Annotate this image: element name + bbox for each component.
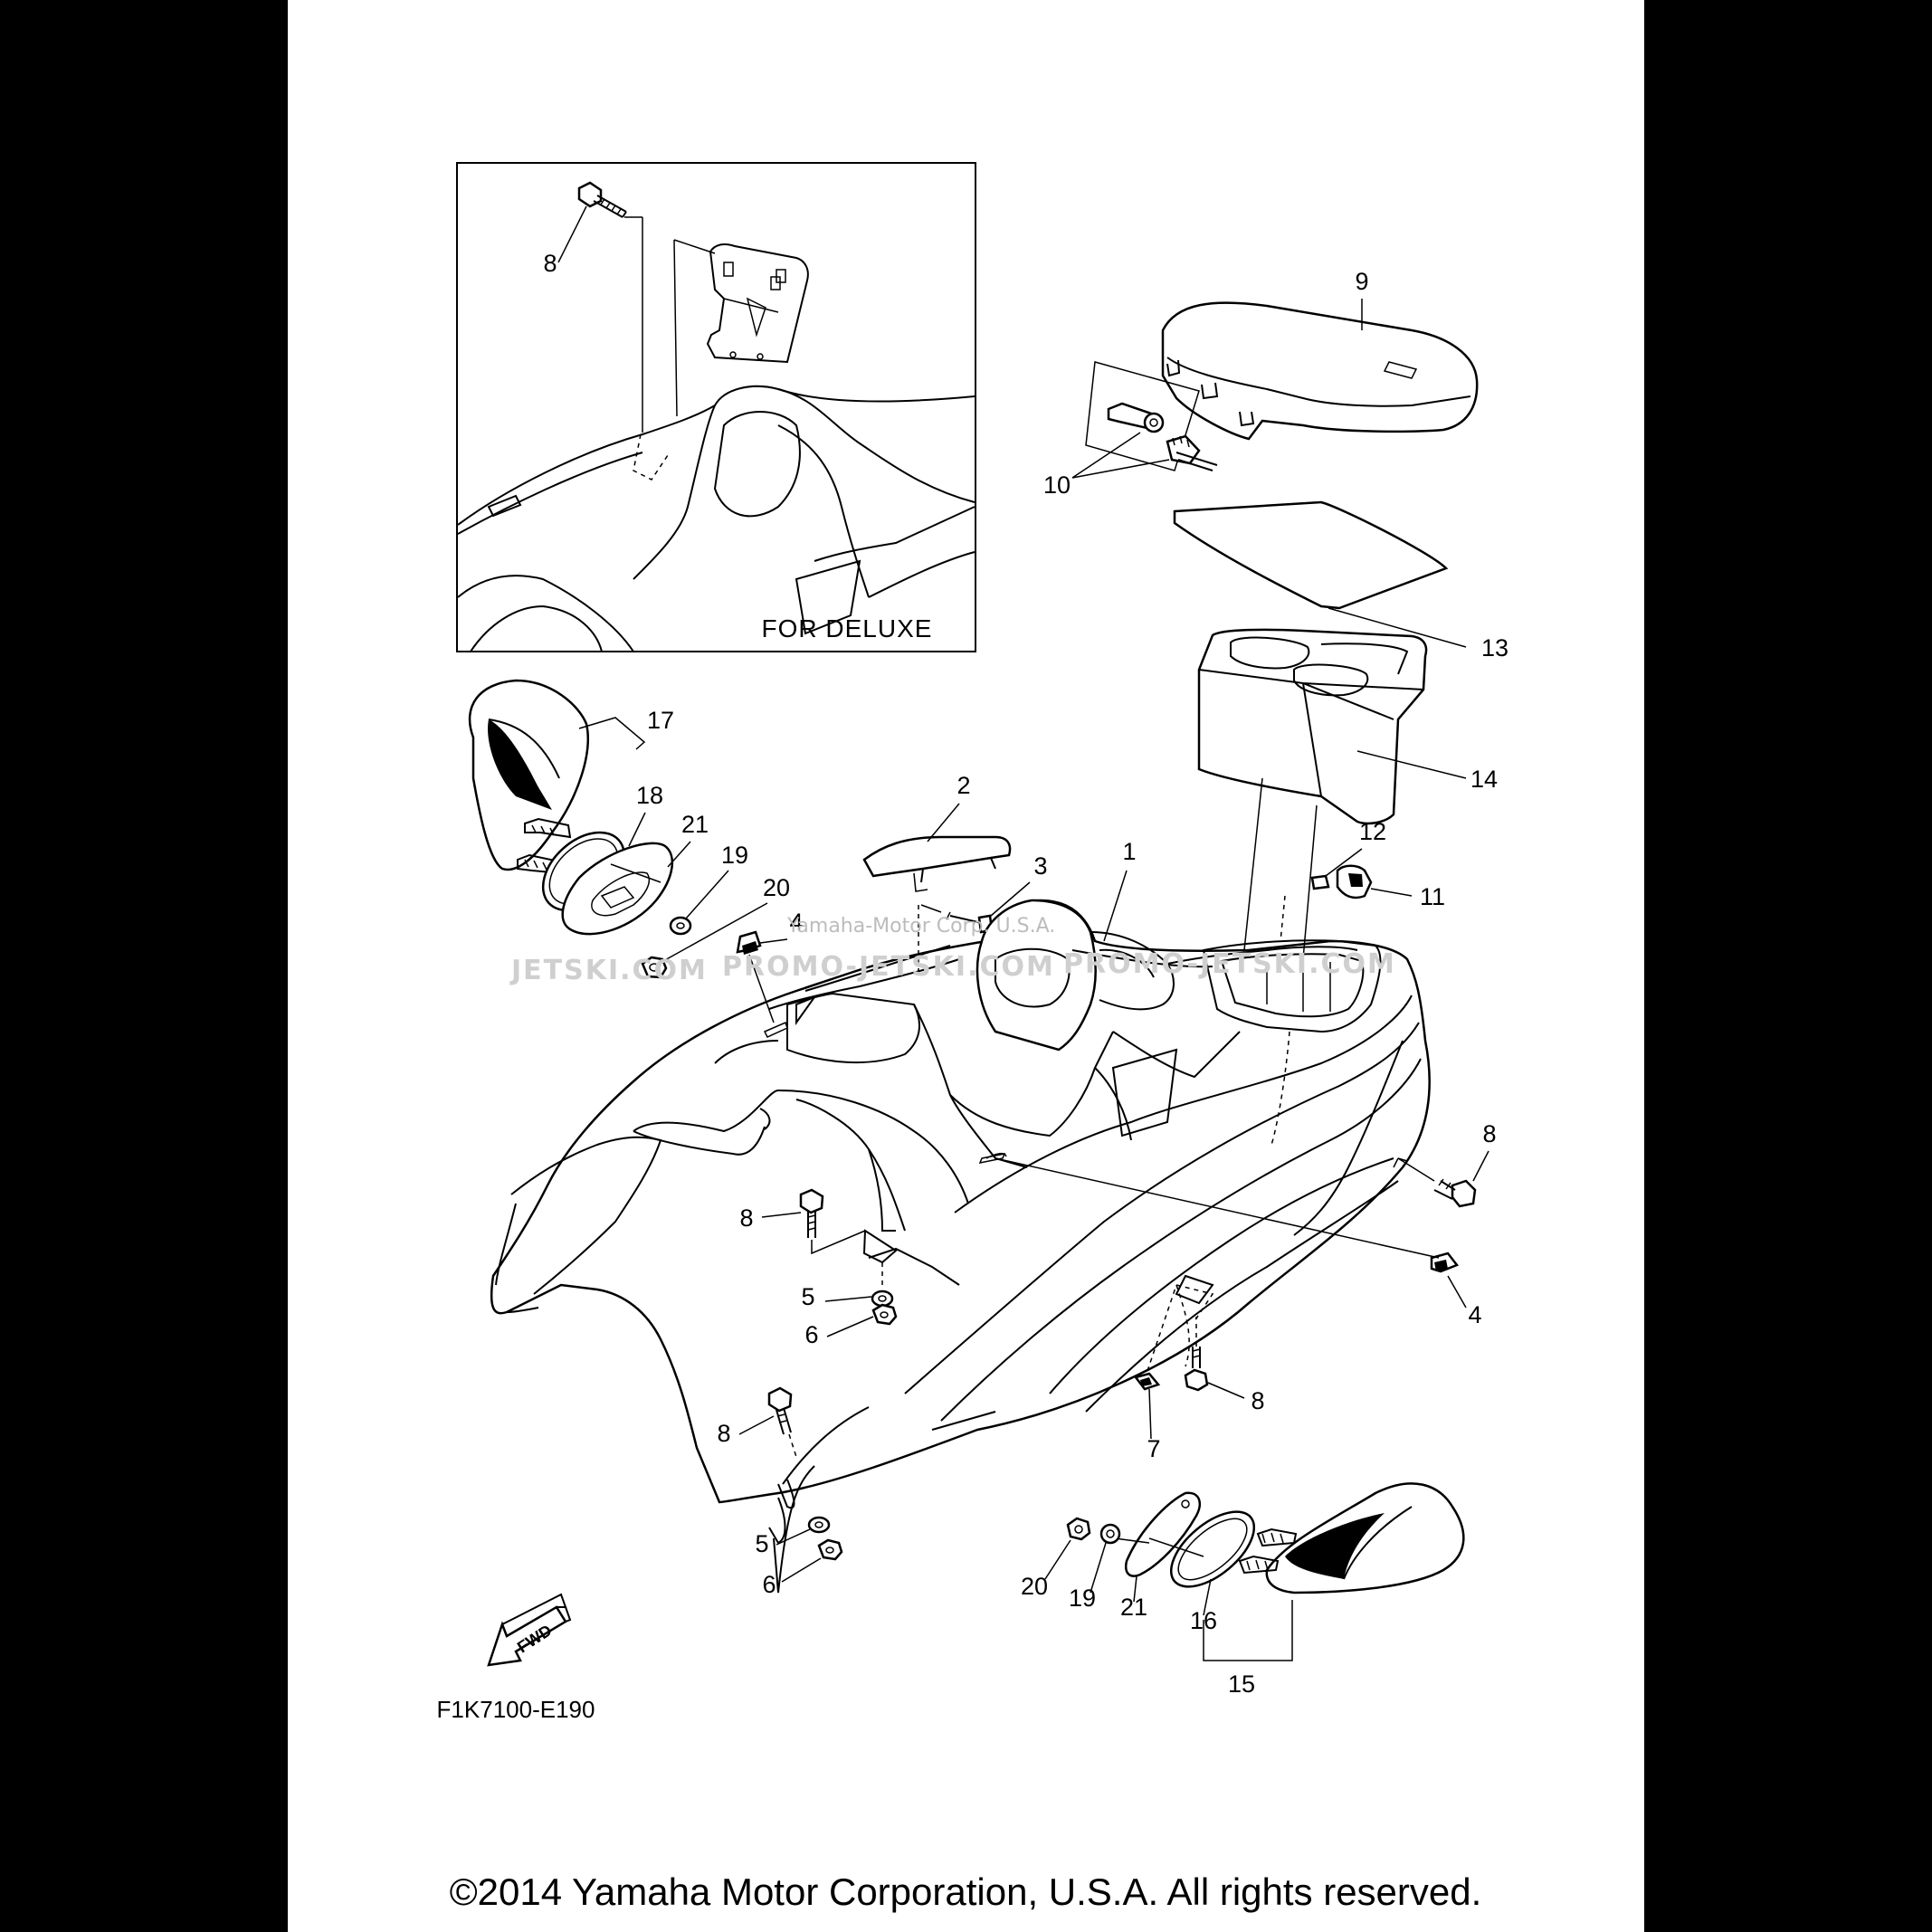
part-21-plate-top: 21 xyxy=(561,811,709,936)
part-6-nut-lower: 6 xyxy=(762,1538,843,1598)
part-20-nut-bottom: 20 xyxy=(1021,1517,1091,1600)
callout-20: 20 xyxy=(763,874,790,901)
watermark-promo-1: PROMO-JETSKI.COM xyxy=(722,951,1055,983)
fwd-arrow-icon: FWD xyxy=(487,1593,572,1667)
callout-8d: 8 xyxy=(717,1420,730,1447)
watermark-yamaha: Yamaha-Motor Corp. U.S.A. xyxy=(786,915,1055,937)
callout-8e: 8 xyxy=(1251,1387,1264,1414)
callout-8c: 8 xyxy=(739,1204,753,1232)
part-12-screw: 12 xyxy=(1310,818,1386,890)
callout-4b: 4 xyxy=(1468,1301,1481,1328)
part-17-lamp-top: 17 xyxy=(468,679,674,875)
callout-5b: 5 xyxy=(755,1530,768,1557)
part-6-nut-mid: 6 xyxy=(804,1303,898,1348)
part-1-deck-body: 1 xyxy=(490,777,1431,1594)
watermark-promo-2: PROMO-JETSKI.COM xyxy=(1063,948,1396,980)
part-21-plate-bottom: 21 xyxy=(1114,1491,1204,1621)
callout-1: 1 xyxy=(1122,838,1136,865)
callout-3: 3 xyxy=(1033,852,1047,880)
callout-15: 15 xyxy=(1228,1670,1255,1698)
callout-9: 9 xyxy=(1355,268,1368,295)
copyright-notice: ©2014 Yamaha Motor Corporation, U.S.A. A… xyxy=(450,1870,1482,1913)
watermark-jetski: JETSKI.COM xyxy=(509,955,708,986)
callout-11: 11 xyxy=(1420,883,1445,910)
callout-21: 21 xyxy=(681,811,709,838)
part-10-latch: 10 xyxy=(1043,361,1218,499)
part-9-seat-lid: 9 xyxy=(1161,268,1479,441)
callout-14: 14 xyxy=(1470,766,1498,793)
part-2-cover: 2 xyxy=(862,772,1012,892)
deluxe-inset: 8 FOR DELUXE xyxy=(456,162,976,652)
part-8-bolt-lower-left: 8 xyxy=(717,1386,797,1458)
callout-13: 13 xyxy=(1481,634,1508,661)
callout-17: 17 xyxy=(647,707,674,734)
part-8-bolt-right: 8 xyxy=(1397,1120,1497,1208)
callout-7: 7 xyxy=(1147,1435,1160,1462)
callout-6: 6 xyxy=(804,1321,818,1348)
callout-4: 4 xyxy=(789,909,803,936)
part-8-bolt-lower-right: 8 xyxy=(1184,1317,1265,1414)
callout-8: 8 xyxy=(543,250,557,277)
part-19-washer-top: 19 xyxy=(669,842,748,936)
callout-2: 2 xyxy=(956,772,970,799)
inset-frame xyxy=(456,162,976,652)
bolt-icon xyxy=(577,181,627,218)
part-4-clip-left: 4 xyxy=(736,909,804,1023)
part-8-bolt-mid-left: 8 xyxy=(739,1188,866,1255)
part-15-lamp-bottom: 15 xyxy=(1203,1482,1465,1698)
part-4-clip-right: 4 xyxy=(995,1157,1482,1328)
part-20-nut-top: 20 xyxy=(641,874,790,979)
callout-8b: 8 xyxy=(1482,1120,1496,1147)
callout-18: 18 xyxy=(636,782,663,809)
part-5-washer-lower: 5 xyxy=(755,1516,831,1557)
callout-12: 12 xyxy=(1359,818,1386,845)
callout-10: 10 xyxy=(1043,471,1071,499)
callout-5: 5 xyxy=(801,1283,814,1310)
part-13-mat: 13 xyxy=(1173,500,1508,661)
part-16-gasket: 16 xyxy=(1169,1510,1256,1634)
callout-16: 16 xyxy=(1190,1607,1217,1634)
part-11-latch-receiver: 11 xyxy=(1336,864,1445,910)
callout-20b: 20 xyxy=(1021,1573,1048,1600)
part-19-washer-bottom: 19 xyxy=(1069,1523,1121,1612)
diagram-code: F1K7100-E190 xyxy=(437,1696,595,1723)
part-7-clip: 7 xyxy=(1133,1284,1177,1462)
callout-6b: 6 xyxy=(762,1571,776,1598)
part-14-storage-bin: 14 xyxy=(1197,628,1498,825)
callout-19: 19 xyxy=(721,842,748,869)
part-5-washer-mid: 5 xyxy=(801,1262,894,1310)
inset-caption: FOR DELUXE xyxy=(762,614,933,642)
